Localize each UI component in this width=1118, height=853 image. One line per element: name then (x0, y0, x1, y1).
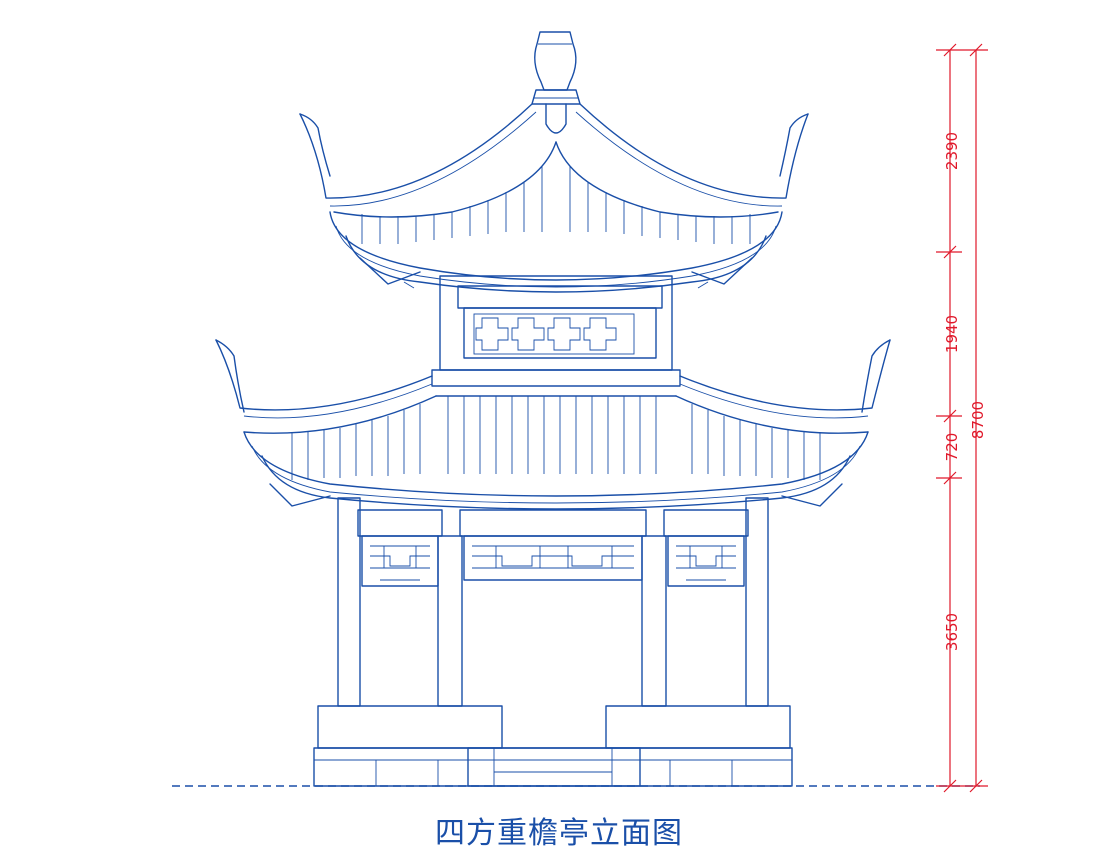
drawing-title: 四方重檐亭立面图 (435, 816, 683, 851)
lower-beams (357, 509, 749, 537)
columns (337, 497, 769, 707)
lower-roof (215, 339, 891, 510)
base-platform (313, 705, 793, 787)
upper-roof (299, 103, 809, 293)
dim-label-2390: 2390 (943, 132, 961, 170)
upper-drum (431, 275, 681, 387)
dim-label-1940: 1940 (943, 315, 961, 353)
lattice-panels (361, 535, 745, 587)
roof-finial (531, 31, 581, 134)
dim-label-total-8700: 8700 (969, 401, 987, 439)
dim-label-720: 720 (943, 433, 961, 462)
dimension-lines (936, 43, 988, 793)
dim-label-3650: 3650 (943, 613, 961, 651)
